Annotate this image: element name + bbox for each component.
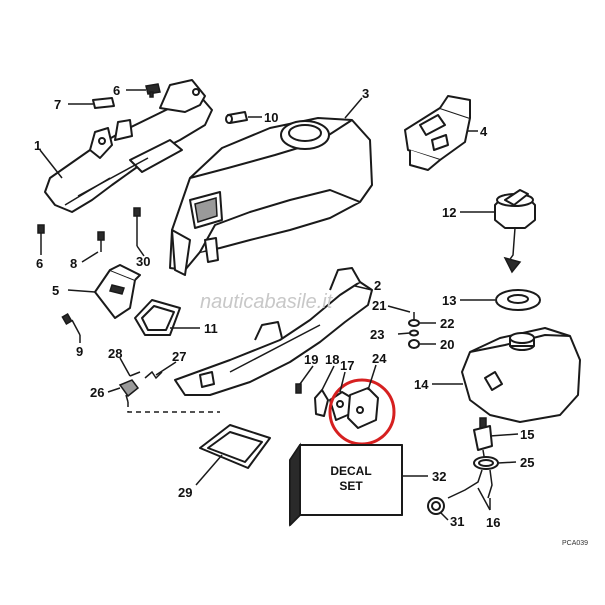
part-2-lower-bracket bbox=[174, 267, 373, 396]
callout-31: 31 bbox=[450, 514, 464, 529]
callout-24: 24 bbox=[372, 351, 387, 366]
callout-12: 12 bbox=[442, 205, 456, 220]
callout-6-top: 6 bbox=[113, 83, 120, 98]
watermark: nauticabasile.it bbox=[200, 291, 334, 313]
callout-5: 5 bbox=[52, 283, 59, 298]
part-16-hose bbox=[447, 469, 493, 499]
callout-13: 13 bbox=[442, 293, 456, 308]
decal-label-line2: SET bbox=[339, 479, 363, 493]
callout-23: 23 bbox=[370, 327, 384, 342]
reference-code: PCA039 bbox=[562, 540, 588, 547]
callout-14: 14 bbox=[414, 377, 429, 392]
part-6-screw-left bbox=[37, 224, 45, 246]
callout-7: 7 bbox=[54, 97, 61, 112]
part-15-valve bbox=[473, 417, 493, 463]
part-19-screw bbox=[295, 383, 302, 394]
callout-27: 27 bbox=[172, 349, 186, 364]
callout-15: 15 bbox=[520, 427, 534, 442]
part-1-bracket bbox=[44, 79, 213, 213]
part-27-spring bbox=[144, 370, 163, 380]
part-25-clamp bbox=[473, 456, 499, 470]
callout-1: 1 bbox=[34, 138, 41, 153]
callout-18: 18 bbox=[325, 352, 339, 367]
callout-17: 17 bbox=[340, 358, 354, 373]
callout-labels: 1 2 3 4 5 6 6 7 8 9 10 11 12 13 14 15 16… bbox=[34, 83, 534, 530]
part-24-piece bbox=[347, 387, 379, 429]
decal-label-line1: DECAL bbox=[330, 464, 371, 478]
assembly-line-26 bbox=[127, 402, 220, 413]
callout-25: 25 bbox=[520, 455, 534, 470]
part-32-decal-set: DECAL SET bbox=[289, 442, 403, 527]
part-11-gasket bbox=[134, 299, 181, 336]
part-5-bracket-box bbox=[94, 264, 141, 319]
part-4-latch bbox=[404, 95, 471, 171]
part-26-clip bbox=[118, 379, 140, 403]
callout-21: 21 bbox=[372, 298, 386, 313]
part-12-fuel-cap bbox=[494, 189, 536, 274]
callout-2: 2 bbox=[374, 278, 381, 293]
callout-20: 20 bbox=[440, 337, 454, 352]
part-6-screw-top bbox=[145, 83, 161, 98]
callout-9: 9 bbox=[76, 344, 83, 359]
part-20-grommet bbox=[408, 339, 420, 349]
callout-3: 3 bbox=[362, 86, 369, 101]
part-14-fuel-tank bbox=[461, 327, 581, 423]
leader-lines bbox=[39, 89, 519, 521]
callout-22: 22 bbox=[440, 316, 454, 331]
callout-28: 28 bbox=[108, 346, 122, 361]
part-7-pad bbox=[92, 97, 115, 109]
part-29-pad bbox=[199, 424, 271, 469]
callout-11: 11 bbox=[204, 321, 218, 336]
callout-8: 8 bbox=[70, 256, 77, 271]
part-28-pin bbox=[129, 371, 141, 377]
callout-26: 26 bbox=[90, 385, 104, 400]
callout-10: 10 bbox=[264, 110, 278, 125]
callout-32: 32 bbox=[432, 469, 446, 484]
part-30-screw bbox=[133, 207, 141, 246]
callout-6-left: 6 bbox=[36, 256, 43, 271]
callout-19: 19 bbox=[304, 352, 318, 367]
part-10-pin bbox=[225, 111, 248, 124]
part-22-washer bbox=[408, 312, 420, 327]
callout-30: 30 bbox=[136, 254, 150, 269]
part-3-motor-cover bbox=[169, 117, 373, 276]
part-13-seal bbox=[495, 289, 541, 311]
part-18-bracket bbox=[314, 389, 329, 417]
part-9-screw bbox=[61, 313, 81, 336]
part-8-screw bbox=[97, 231, 105, 252]
callout-4: 4 bbox=[480, 124, 488, 139]
callout-29: 29 bbox=[178, 485, 192, 500]
callout-16: 16 bbox=[486, 515, 500, 530]
part-31-clip bbox=[427, 497, 445, 515]
part-23-washer bbox=[409, 329, 419, 337]
